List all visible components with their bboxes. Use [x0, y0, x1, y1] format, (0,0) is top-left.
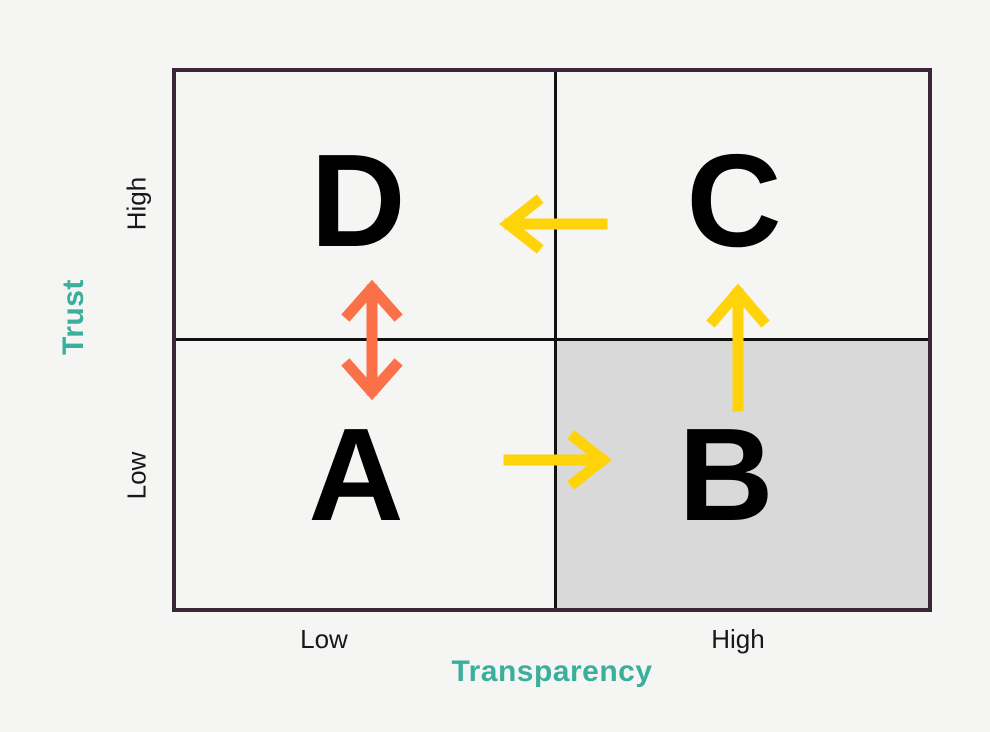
- x-tick-high: High: [711, 624, 765, 654]
- quadrant-c-label: C: [686, 127, 781, 274]
- arrow-a-to-b-icon: [503, 430, 612, 490]
- quadrant-b-label: B: [678, 401, 773, 548]
- quadrant-a-label: A: [308, 401, 403, 548]
- y-tick-low: Low: [121, 451, 152, 500]
- x-axis-title: Transparency: [451, 655, 653, 688]
- quadrant-a: A: [176, 338, 554, 608]
- y-axis-title: Trust: [57, 279, 90, 355]
- matrix-frame: D C A B: [172, 68, 932, 612]
- x-tick-low: Low: [300, 624, 348, 654]
- arrow-c-to-d-icon: [499, 194, 608, 254]
- arrow-b-to-c-icon: [706, 283, 770, 412]
- quadrant-d-label: D: [310, 127, 405, 274]
- y-tick-high: High: [121, 176, 152, 231]
- quadrant-d: D: [176, 72, 554, 338]
- horizontal-divider: [176, 338, 928, 341]
- quadrant-c: C: [554, 72, 928, 338]
- arrow-a-d-bidirectional-icon: [341, 279, 403, 401]
